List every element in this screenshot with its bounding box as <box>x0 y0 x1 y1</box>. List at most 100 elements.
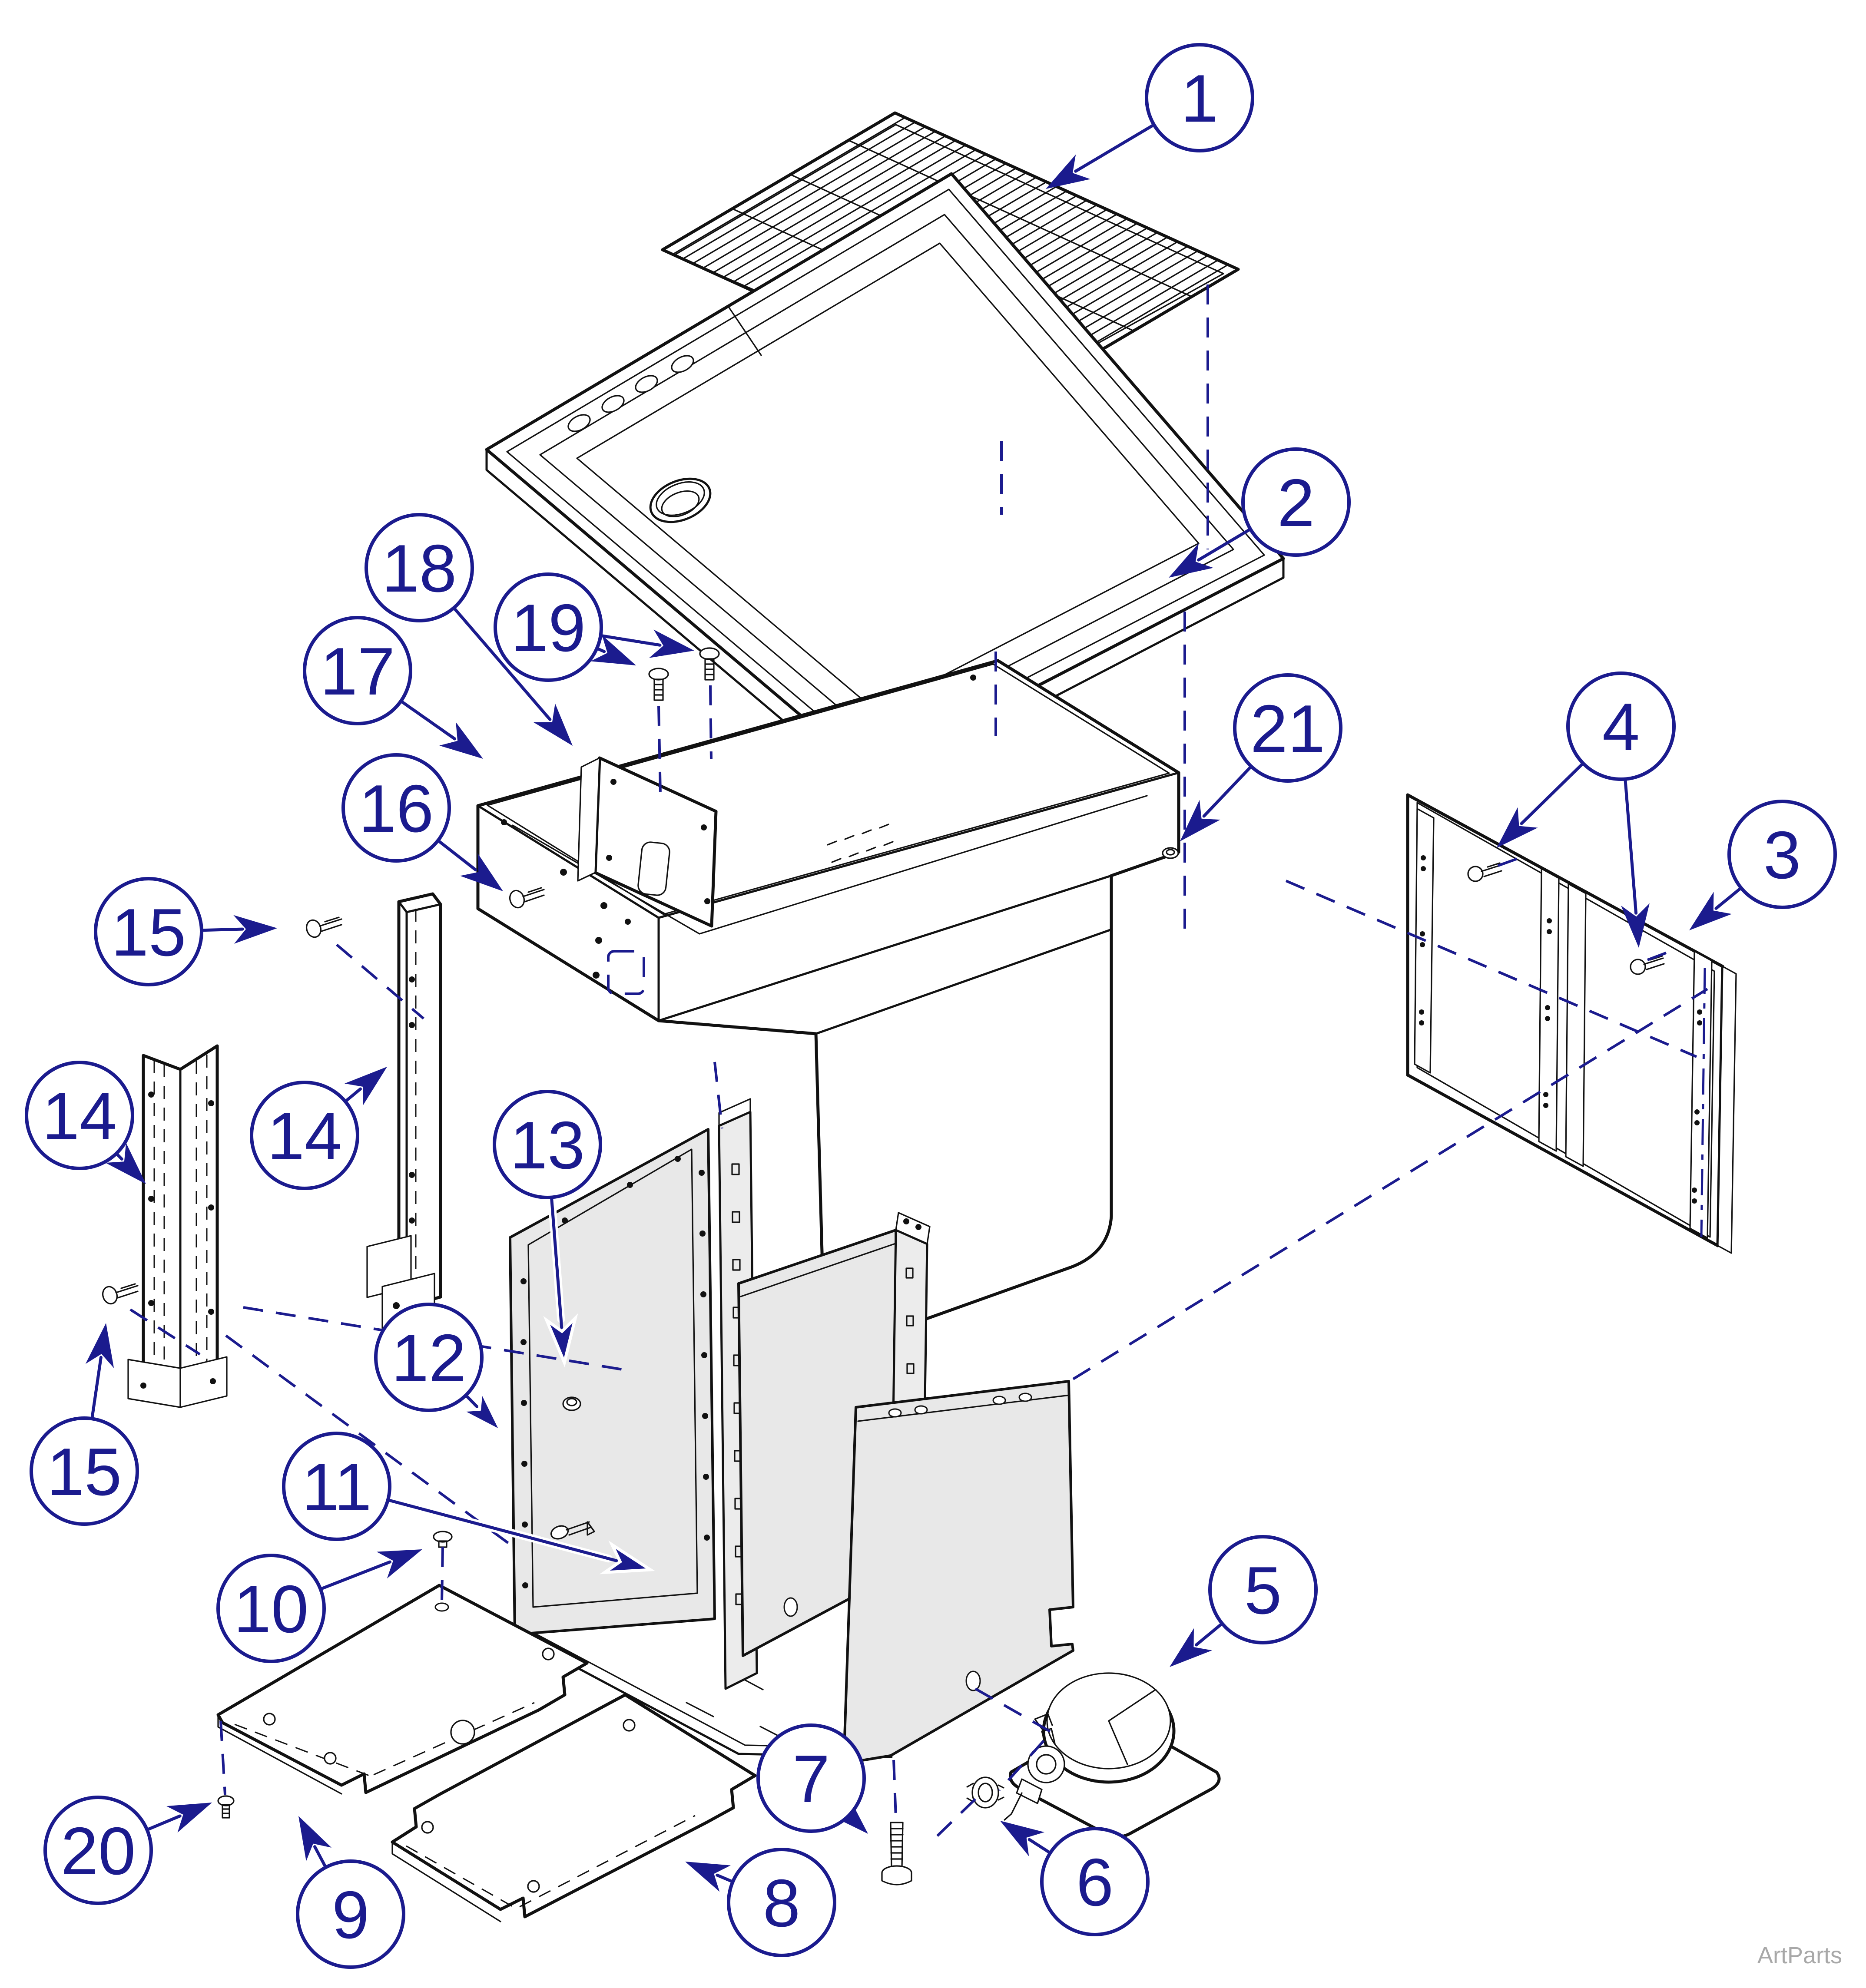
balloon-circle-21[interactable] <box>1233 673 1342 783</box>
callout-6[interactable]: 6 <box>1000 1821 1150 1936</box>
balloon-circle-7[interactable] <box>756 1723 866 1833</box>
callout-3[interactable]: 3 <box>1689 800 1837 930</box>
leader-arrowhead <box>533 703 573 746</box>
leader-line <box>313 1845 328 1869</box>
part-base-plate-8 <box>391 1693 757 1922</box>
balloon-circle-14[interactable] <box>25 1061 134 1170</box>
balloon-circle-1[interactable] <box>1145 43 1254 152</box>
leader-line <box>319 1560 391 1591</box>
callout-20[interactable]: 20 <box>43 1796 212 1905</box>
leader-line <box>1027 1838 1052 1855</box>
balloon-circle-4[interactable] <box>1566 671 1676 781</box>
balloon-number-13: 13 <box>510 1108 585 1183</box>
balloon-circle-11[interactable] <box>282 1432 391 1541</box>
screw-19b <box>699 647 720 681</box>
callout-19[interactable]: 19 <box>494 572 694 682</box>
balloon-number-18: 18 <box>382 531 457 606</box>
leader-line <box>436 839 477 872</box>
balloon-number-3: 3 <box>1763 817 1801 893</box>
callout-15[interactable]: 15 <box>30 1323 139 1526</box>
balloon-number-19: 19 <box>511 590 586 665</box>
balloon-circle-15[interactable] <box>94 877 203 986</box>
screw-16 <box>509 887 545 909</box>
leader-arrowhead <box>1169 543 1213 578</box>
callout-21[interactable]: 21 <box>1180 673 1342 841</box>
leader-arrowhead <box>376 1549 422 1579</box>
nut-21 <box>1162 847 1179 859</box>
callout-5[interactable]: 5 <box>1170 1535 1318 1667</box>
leader-arrowhead <box>233 915 277 944</box>
callout-4[interactable]: 4 <box>1497 671 1676 948</box>
balloon-circle-18[interactable] <box>365 513 474 622</box>
leader-line <box>90 1356 103 1420</box>
balloon-number-6: 6 <box>1076 1845 1114 1920</box>
balloon-number-20: 20 <box>61 1813 136 1889</box>
callout-16[interactable]: 16 <box>341 753 503 891</box>
callout-15[interactable]: 15 <box>94 877 277 986</box>
part-rear-panel-3 <box>1406 793 1737 1254</box>
leader-line <box>599 634 662 647</box>
balloon-circle-10[interactable] <box>216 1554 326 1663</box>
part-corner-post-14-right <box>366 892 442 1334</box>
balloon-circle-6[interactable] <box>1040 1827 1150 1936</box>
leader-arrowhead <box>590 635 636 665</box>
balloon-number-11: 11 <box>302 1449 372 1525</box>
callout-14[interactable]: 14 <box>250 1067 387 1190</box>
leader-arrowhead <box>1000 1821 1044 1856</box>
balloon-circle-5[interactable] <box>1208 1535 1318 1644</box>
callout-18[interactable]: 18 <box>365 513 573 746</box>
leader-arrowhead <box>439 722 483 759</box>
leader-arrowhead <box>460 853 503 891</box>
callout-13[interactable]: 13 <box>493 1090 602 1368</box>
balloon-circle-20[interactable] <box>43 1796 153 1905</box>
balloon-circle-9[interactable] <box>296 1859 405 1969</box>
callout-2[interactable]: 2 <box>1169 447 1351 578</box>
screw-15a <box>305 916 342 938</box>
screw-15b <box>102 1283 139 1305</box>
balloon-circle-14[interactable] <box>250 1081 359 1190</box>
balloon-circle-8[interactable] <box>727 1848 836 1957</box>
part-corner-post-14-left <box>127 1044 228 1408</box>
balloon-number-14: 14 <box>42 1078 117 1154</box>
balloon-circle-17[interactable] <box>303 616 412 725</box>
leader-line <box>1520 761 1585 825</box>
callout-14[interactable]: 14 <box>25 1061 146 1184</box>
callout-8[interactable]: 8 <box>685 1848 836 1957</box>
leader-arrowhead <box>166 1803 212 1833</box>
callout-10[interactable]: 10 <box>216 1549 422 1663</box>
balloon-circle-2[interactable] <box>1241 447 1351 557</box>
balloon-circle-3[interactable] <box>1727 800 1837 909</box>
balloon-circle-12[interactable] <box>374 1303 484 1412</box>
callout-9[interactable]: 9 <box>296 1816 405 1969</box>
balloon-circle-13[interactable] <box>493 1090 602 1199</box>
balloon-circle-16[interactable] <box>341 753 451 863</box>
balloon-circle-19[interactable] <box>494 572 603 682</box>
callout-17[interactable]: 17 <box>303 616 483 759</box>
callout-1[interactable]: 1 <box>1046 43 1254 189</box>
leader-line <box>452 606 552 721</box>
leader-arrowhead <box>1046 154 1090 189</box>
balloon-number-9: 9 <box>332 1877 369 1952</box>
callout-7[interactable]: 7 <box>756 1723 868 1834</box>
callout-11[interactable]: 11 <box>282 1432 655 1575</box>
leader-line <box>1202 764 1253 818</box>
leader-arrowhead <box>298 1816 332 1861</box>
fastener-screws <box>102 647 1179 1819</box>
leader-arrowhead <box>455 1385 505 1435</box>
watermark-text: ArtParts <box>1757 1942 1842 1968</box>
leader-line <box>464 1393 479 1409</box>
leader-line <box>1195 1622 1224 1647</box>
leader-line <box>386 1498 619 1562</box>
callout-12[interactable]: 12 <box>374 1303 505 1435</box>
leader-arrowhead <box>1689 892 1732 930</box>
leader-arrowhead <box>85 1323 114 1368</box>
screw-20 <box>217 1795 235 1819</box>
leader-arrowhead <box>543 1313 578 1368</box>
balloon-number-10: 10 <box>234 1571 308 1647</box>
balloon-circle-15[interactable] <box>30 1416 139 1526</box>
leader-arrowhead <box>345 1067 387 1106</box>
screw-10 <box>433 1531 453 1548</box>
